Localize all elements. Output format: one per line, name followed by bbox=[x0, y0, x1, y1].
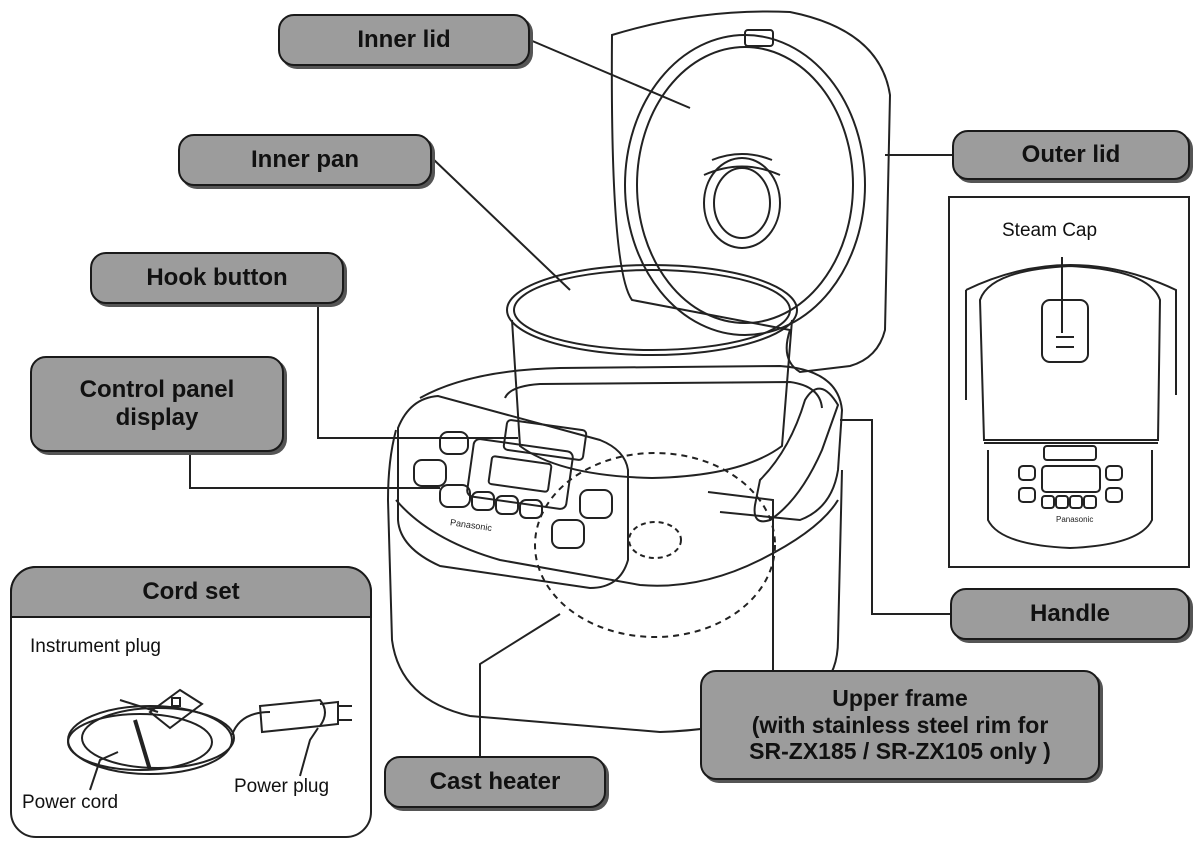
cast-heater-outline bbox=[534, 452, 776, 638]
upper-frame-label: Upper frame (with stainless steel rim fo… bbox=[700, 670, 1100, 780]
inner-pan-body bbox=[511, 319, 793, 480]
inset-lid bbox=[978, 264, 1162, 441]
cast-heater-label: Cast heater bbox=[384, 756, 606, 808]
hook-button-shape bbox=[502, 419, 588, 461]
upper-frame-label-line2: (with stainless steel rim for bbox=[751, 711, 1049, 738]
steam-vent-shape bbox=[703, 157, 781, 249]
display-window bbox=[466, 438, 574, 510]
upper-frame-label-line3: SR-ZX185 / SR-ZX105 only ) bbox=[749, 738, 1051, 765]
hook-button-label: Hook button bbox=[90, 252, 344, 304]
inset-steam-cap bbox=[1041, 299, 1089, 363]
inner-lid-shape bbox=[624, 34, 866, 336]
control-panel-label-line2: display bbox=[115, 404, 199, 431]
hook-button-label-text: Hook button bbox=[146, 264, 288, 292]
control-panel-display-label: Control panel display bbox=[30, 356, 284, 452]
cord-set-title-text: Cord set bbox=[142, 578, 240, 605]
cord-set-title: Cord set bbox=[10, 566, 372, 618]
instrument-plug-text: Instrument plug bbox=[30, 636, 161, 657]
power-plug-text: Power plug bbox=[234, 776, 330, 797]
cast-heater-label-text: Cast heater bbox=[429, 768, 561, 796]
handle-shape bbox=[753, 387, 840, 523]
handle-label: Handle bbox=[950, 588, 1190, 640]
control-panel-label-line1: Control panel bbox=[79, 376, 235, 404]
steam-cap-text: Steam Cap bbox=[1002, 220, 1098, 241]
outer-lid-shape bbox=[610, 10, 892, 374]
instrument-plug-shape bbox=[148, 688, 204, 730]
upper-frame-label-line1: Upper frame bbox=[832, 685, 968, 712]
inset-brand-text: Panasonic bbox=[1056, 515, 1093, 524]
inner-pan-rim bbox=[506, 264, 798, 356]
inner-lid-label-text: Inner lid bbox=[357, 26, 451, 54]
handle-label-text: Handle bbox=[1029, 600, 1110, 628]
inner-lid-label: Inner lid bbox=[278, 14, 530, 66]
outer-lid-label-text: Outer lid bbox=[1021, 141, 1121, 169]
outer-lid-label: Outer lid bbox=[952, 130, 1190, 180]
upper-frame-shape bbox=[419, 364, 844, 522]
power-cord-text: Power cord bbox=[22, 792, 119, 813]
inner-pan-label: Inner pan bbox=[178, 134, 432, 186]
inner-pan-label-text: Inner pan bbox=[250, 146, 359, 174]
steam-cap-inset bbox=[948, 196, 1190, 568]
device-brand-text: Panasonic bbox=[449, 517, 493, 533]
control-panel bbox=[397, 394, 629, 590]
inset-body bbox=[987, 450, 1153, 550]
